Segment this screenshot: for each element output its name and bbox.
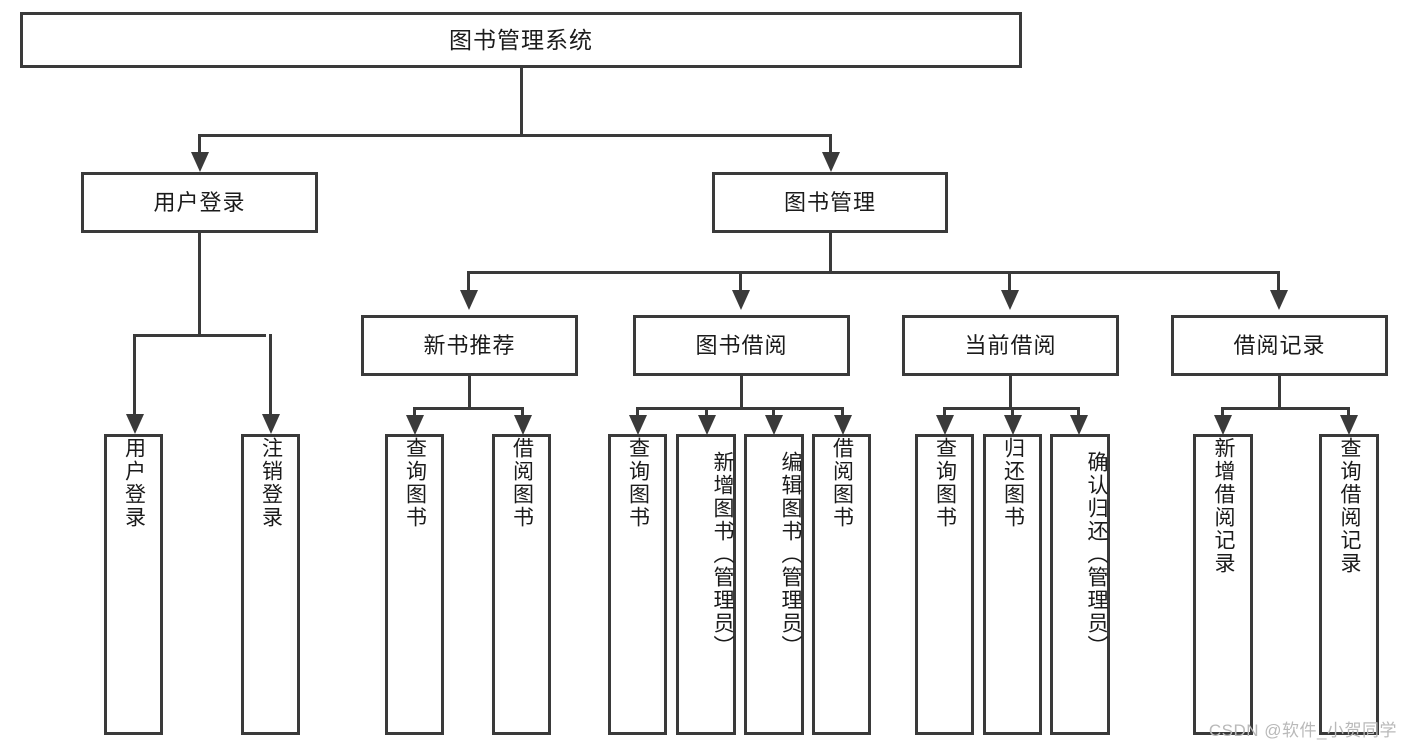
arrowhead-to-leaf-add-record — [1214, 415, 1232, 435]
leaf-add-book[interactable]: 新增图书（管理员） — [676, 434, 736, 735]
arrowhead-to-leaf-edit-book — [765, 415, 783, 435]
leaf-return-book[interactable]: 归还图书 — [983, 434, 1042, 735]
connector-user-login-bar — [133, 334, 266, 337]
connector-to-leaf-query-book-2 — [636, 407, 639, 421]
connector-to-leaf-confirm-return — [1077, 407, 1080, 421]
node-book-management[interactable]: 图书管理 — [712, 172, 948, 233]
connector-to-leaf-query-book-3 — [943, 407, 946, 421]
connector-to-book-management — [829, 134, 832, 156]
connector-borrow-record-bar — [1221, 407, 1350, 410]
connector-new-book-recommend-bar — [413, 407, 524, 410]
connector-to-leaf-query-book-1 — [413, 407, 416, 421]
leaf-edit-book[interactable]: 编辑图书（管理员） — [744, 434, 804, 735]
arrowhead-to-book-management — [822, 152, 840, 172]
arrowhead-to-borrow-record — [1270, 290, 1288, 310]
arrowhead-to-leaf-query-book-2 — [629, 415, 647, 435]
connector-to-leaf-user-login — [133, 334, 136, 418]
arrowhead-to-leaf-logout — [262, 414, 280, 434]
connector-to-leaf-return-book — [1011, 407, 1014, 421]
leaf-user-login[interactable]: 用户登录 — [104, 434, 163, 735]
node-book-borrow[interactable]: 图书借阅 — [633, 315, 850, 376]
arrowhead-to-leaf-query-book-1 — [406, 415, 424, 435]
leaf-query-book-3[interactable]: 查询图书 — [915, 434, 974, 735]
connector-borrow-record-stem — [1278, 376, 1281, 410]
arrowhead-to-leaf-add-book — [698, 415, 716, 435]
connector-new-book-recommend-stem — [468, 376, 471, 410]
connector-current-borrow-stem — [1009, 376, 1012, 410]
node-current-borrow[interactable]: 当前借阅 — [902, 315, 1119, 376]
arrowhead-to-leaf-borrow-book-2 — [834, 415, 852, 435]
arrowhead-to-user-login — [191, 152, 209, 172]
connector-book-management-stem — [829, 233, 832, 274]
leaf-borrow-book-2[interactable]: 借阅图书 — [812, 434, 871, 735]
arrowhead-to-book-borrow — [732, 290, 750, 310]
leaf-logout[interactable]: 注销登录 — [241, 434, 300, 735]
arrowhead-to-leaf-query-book-3 — [936, 415, 954, 435]
connector-book-borrow-bar — [636, 407, 844, 410]
connector-user-login-stem — [198, 233, 201, 337]
connector-to-leaf-add-book — [705, 407, 708, 421]
connector-to-leaf-borrow-book-1 — [521, 407, 524, 421]
leaf-query-record[interactable]: 查询借阅记录 — [1319, 434, 1379, 735]
node-new-book-recommend[interactable]: 新书推荐 — [361, 315, 578, 376]
connector-to-current-borrow — [1008, 271, 1011, 293]
node-root[interactable]: 图书管理系统 — [20, 12, 1022, 68]
arrowhead-to-leaf-borrow-book-1 — [514, 415, 532, 435]
leaf-borrow-book-1[interactable]: 借阅图书 — [492, 434, 551, 735]
node-user-login[interactable]: 用户登录 — [81, 172, 318, 233]
leaf-add-record[interactable]: 新增借阅记录 — [1193, 434, 1253, 735]
connector-to-leaf-borrow-book-2 — [841, 407, 844, 421]
connector-to-leaf-add-record — [1221, 407, 1224, 421]
connector-root-stem — [520, 68, 523, 136]
arrowhead-to-leaf-query-record — [1340, 415, 1358, 435]
connector-to-borrow-record — [1277, 271, 1280, 293]
connector-to-book-borrow — [739, 271, 742, 293]
arrowhead-to-leaf-return-book — [1004, 415, 1022, 435]
connector-to-leaf-query-record — [1347, 407, 1350, 421]
connector-to-leaf-logout — [269, 334, 272, 418]
connector-level2-bar — [198, 134, 832, 137]
connector-to-user-login — [198, 134, 201, 156]
connector-to-new-book-recommend — [467, 271, 470, 293]
leaf-query-book-2[interactable]: 查询图书 — [608, 434, 667, 735]
watermark-text: CSDN @软件_小贺同学 — [1208, 721, 1397, 740]
node-borrow-record[interactable]: 借阅记录 — [1171, 315, 1388, 376]
connector-book-borrow-stem — [740, 376, 743, 410]
arrowhead-to-current-borrow — [1001, 290, 1019, 310]
arrowhead-to-leaf-user-login — [126, 414, 144, 434]
arrowhead-to-leaf-confirm-return — [1070, 415, 1088, 435]
connector-to-leaf-edit-book — [772, 407, 775, 421]
leaf-query-book-1[interactable]: 查询图书 — [385, 434, 444, 735]
connector-level3-bar — [467, 271, 1279, 274]
arrowhead-to-new-book-recommend — [460, 290, 478, 310]
leaf-confirm-return[interactable]: 确认归还（管理员） — [1050, 434, 1110, 735]
